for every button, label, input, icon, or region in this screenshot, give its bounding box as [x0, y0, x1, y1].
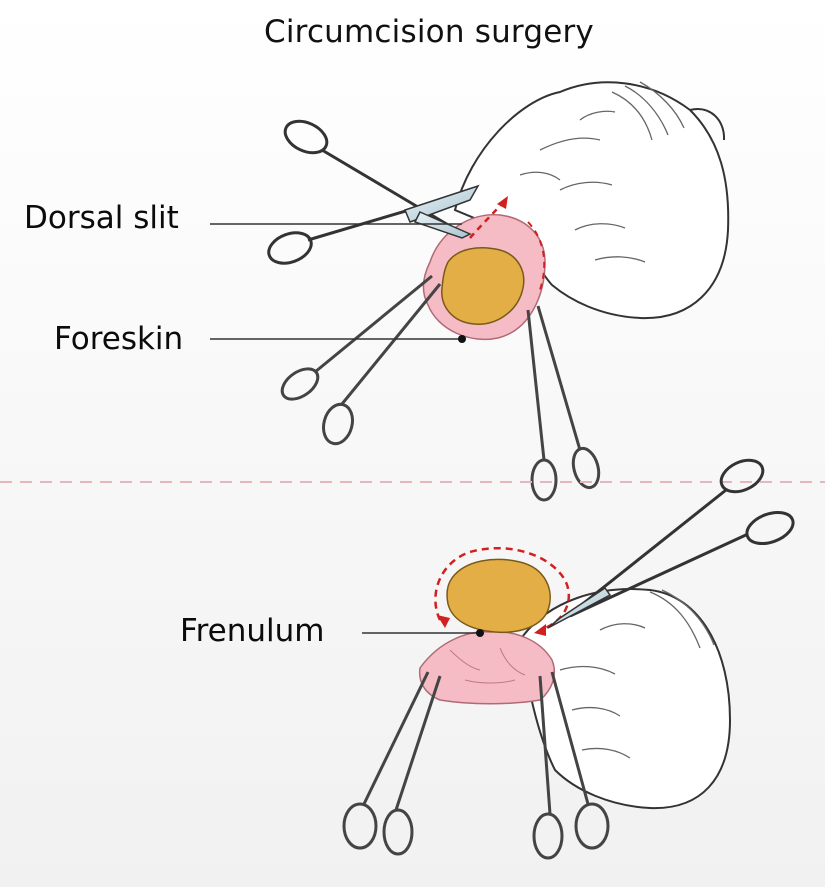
skin-fold-lines [559, 589, 715, 759]
foreskin-marker [458, 335, 466, 343]
hemostat-clamp-icon [526, 305, 601, 502]
frenulum-marker [476, 629, 484, 637]
hemostat-clamp-icon [280, 274, 442, 446]
scissors-icon [547, 458, 795, 629]
skin-fold-lines [519, 81, 685, 263]
cut-arrow-icon [497, 196, 508, 209]
label-dorsal-slit: Dorsal slit [24, 200, 179, 236]
hemostat-clamp-icon [532, 671, 610, 860]
label-foreskin: Foreskin [54, 321, 184, 357]
foreskin-area [418, 631, 556, 705]
penis-shaft [518, 588, 732, 810]
bottom-panel [342, 458, 795, 860]
circumferential-cut-line [434, 546, 571, 632]
label-frenulum: Frenulum [180, 613, 325, 649]
top-panel [210, 81, 730, 502]
scissors-icon [267, 119, 480, 265]
diagram-title: Circumcision surgery [264, 14, 594, 50]
cut-arrow-icon [534, 624, 546, 636]
glans [446, 558, 551, 634]
penis-shaft [453, 81, 730, 320]
glans [441, 247, 525, 325]
hemostat-clamp-icon [342, 671, 442, 856]
cut-arrow-icon [437, 615, 450, 628]
scrotum-outline [689, 108, 726, 141]
